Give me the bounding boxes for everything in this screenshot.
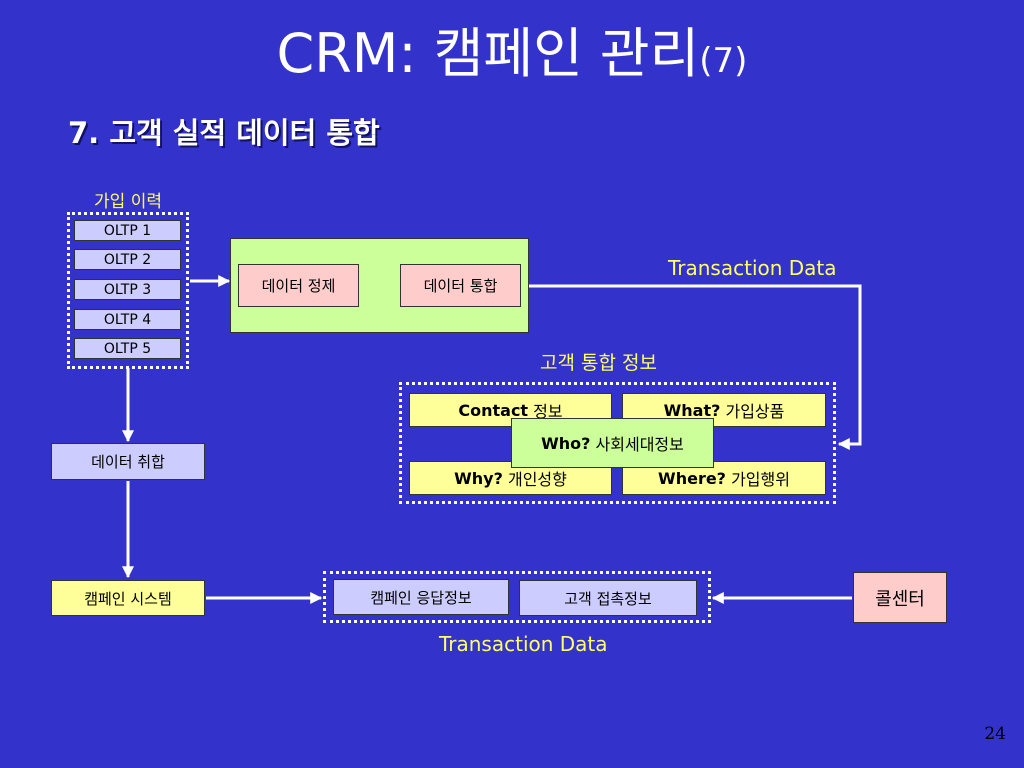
campaign-response-box: 캠페인 응답정보 [333,579,509,615]
oltp-2-box: OLTP 2 [74,249,181,270]
who-value: 사회세대정보 [595,435,684,454]
campaign-system-box: 캠페인 시스템 [51,580,205,616]
what-value: 가입상품 [725,402,785,421]
transaction-group [323,571,711,623]
where-value: 가입행위 [731,470,790,489]
what-key: What? [663,400,721,420]
why-key: Why? [454,468,503,488]
where-key: Where? [658,468,726,488]
oltp-4-box: OLTP 4 [74,309,181,330]
title-main: CRM: 캠페인 관리 [276,22,700,85]
data-integration-box: 데이터 통합 [400,264,521,307]
why-value: 개인성향 [507,470,567,489]
title-suffix: (7) [699,41,748,81]
who-box: Who? 사회세대정보 [511,418,714,468]
oltp-1-box: OLTP 1 [74,220,181,241]
page-title: CRM: 캠페인 관리(7) [0,22,1024,93]
customer-info-group [399,382,836,504]
data-aggregation-box: 데이터 취합 [51,443,205,480]
oltp-group [67,212,189,369]
section-number: 7. [68,116,100,150]
signup-history-label: 가입 이력 [94,192,162,212]
contact-value: 정보 [533,402,563,421]
who-key: Who? [541,433,591,453]
arrow-integration-to-customer-info [528,284,862,450]
data-cleansing-box: 데이터 정제 [238,264,359,307]
section-text: 고객 실적 데이터 통합 [109,116,380,150]
oltp-5-box: OLTP 5 [74,338,181,359]
contact-key: Contact [458,400,529,420]
transaction-data-label-bottom: Transaction Data [439,632,608,656]
customer-info-label: 고객 통합 정보 [540,352,657,374]
transaction-data-label-top: Transaction Data [668,256,837,280]
oltp-3-box: OLTP 3 [74,279,181,300]
page-number: 24 [984,724,1006,744]
customer-contact-box: 고객 접촉정보 [519,580,697,616]
call-center-box: 콜센터 [853,572,947,623]
section-heading: 7. 고객 실적 데이터 통합 [68,110,380,152]
